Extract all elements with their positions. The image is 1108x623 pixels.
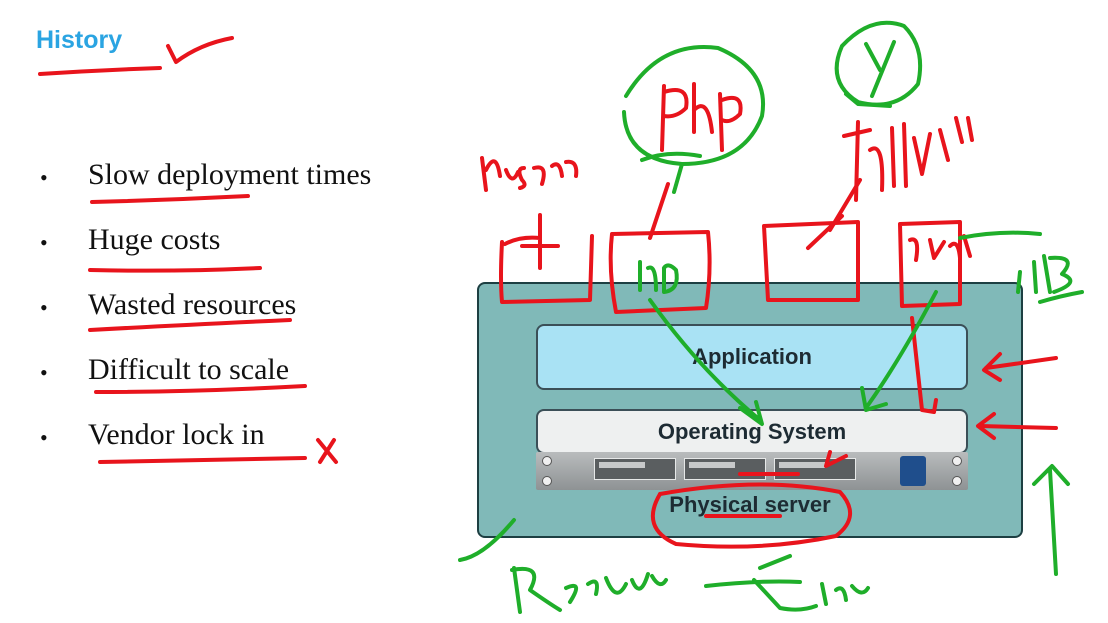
slide-title: History [36,26,123,54]
bullet-text: Difficult to scale [88,353,290,386]
underline-mark [88,266,262,273]
bullet-item: • Wasted resources [40,288,371,353]
bullet-item: • Huge costs [40,223,371,288]
handwritten-python-text [842,116,974,202]
underline-mark [88,318,292,332]
underline-mark [98,456,307,464]
container-box-sketch [499,213,594,304]
rack-screw-icon [542,476,552,486]
arrow-up-icon [1032,464,1070,576]
bullet-item: • Difficult to scale [40,353,371,418]
cross-mark-icon [316,438,338,464]
green-annotations [458,20,1084,614]
bullet-dot: • [40,425,48,450]
arrow-java-os-icon [860,290,938,412]
handwritten-resource-text [510,566,668,614]
bullet-dot: • [40,230,48,255]
bullet-item: • Slow deployment times [40,158,371,223]
check-mark-icon [166,36,234,64]
arrow-os-icon [976,412,1058,440]
handwritten-x-text [844,40,896,108]
handwritten-mysql-text [480,156,579,192]
bullet-text: Slow deployment times [88,158,372,191]
underline-mark [38,66,162,76]
underline-mark [94,384,307,394]
red-annotations [38,36,1058,549]
connector-line [910,316,938,414]
circle-x-mark [834,20,923,107]
connector-line [640,151,702,194]
bullet-dot: • [40,165,48,190]
container-box-sketch [608,230,712,314]
bullet-text: Huge costs [88,223,221,256]
drive-bay-icon [594,458,676,480]
underline-mark [90,194,250,204]
handwritten-lib-text [638,260,679,294]
bullet-item: • Vendor lock in [40,418,371,483]
bullet-text: Vendor lock in [88,418,265,451]
connector-line [958,230,1042,240]
circle-php-mark [622,45,765,166]
container-box-sketch [762,214,860,302]
rack-screw-icon [542,456,552,466]
handwritten-scribble-text [704,554,870,612]
circle-physical-server-mark [650,482,852,549]
connector-line [648,182,670,240]
bullet-dot: • [40,360,48,385]
container-box-sketch [898,220,962,308]
rack-screw-icon [952,456,962,466]
check-mark-icon [458,518,516,562]
arrow-application-icon [982,352,1058,382]
handwritten-lib-text [1016,254,1084,304]
handwritten-java-text [908,234,972,262]
arrow-lib-os-icon [648,298,764,426]
bullet-dot: • [40,295,48,320]
bullet-list: • Slow deployment times • Huge costs • Wast… [40,158,371,483]
rack-screw-icon [952,476,962,486]
scribble-mark [738,450,848,476]
connector-line [828,178,862,232]
bullet-text: Wasted resources [88,288,297,321]
handwritten-php-text [660,82,743,152]
power-indicator-icon [900,456,926,486]
physical-server-label: Physical server [669,492,831,517]
application-layer: Application [536,324,968,390]
